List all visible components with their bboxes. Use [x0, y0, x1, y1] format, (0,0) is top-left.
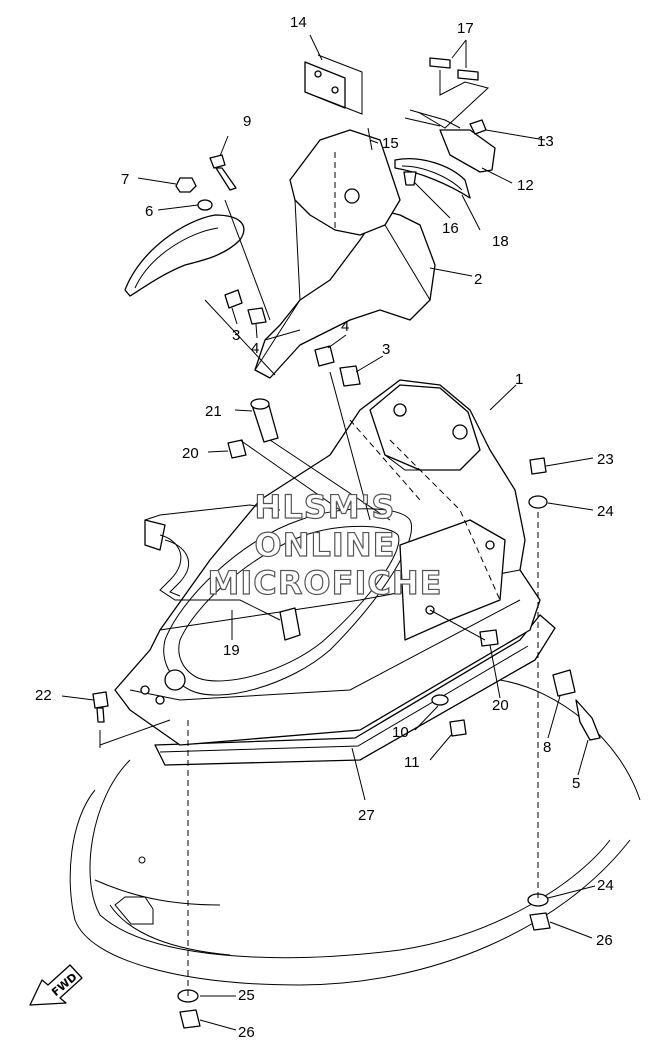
callout-27: 27	[358, 807, 375, 824]
callout-26-right: 26	[596, 932, 613, 949]
assembly-lines	[99, 152, 539, 998]
callout-labels: 1 2 3 3 4 4 5 6 7 8 9 10 11 12 13 14 15 …	[35, 14, 614, 1041]
small-parts	[92, 119, 601, 1029]
gasket-27	[154, 614, 556, 766]
callout-10: 10	[392, 724, 409, 741]
callout-16: 16	[442, 220, 459, 237]
callout-14: 14	[290, 14, 307, 31]
callout-19: 19	[223, 642, 240, 659]
callout-20-lower: 20	[492, 697, 509, 714]
bracket-14	[304, 54, 363, 115]
callout-2: 2	[474, 271, 482, 288]
callout-4-left: 4	[251, 340, 259, 357]
watermark-line-2: ONLINE	[255, 526, 396, 564]
callout-11: 11	[404, 754, 420, 771]
callout-26-left: 26	[238, 1024, 255, 1041]
watermark-line-3: MICROFICHE	[208, 564, 443, 602]
callout-3-left: 3	[232, 327, 240, 344]
handle-19	[144, 504, 301, 641]
callout-5: 5	[572, 775, 580, 792]
callout-15: 15	[382, 135, 399, 152]
callout-24-upper: 24	[597, 503, 614, 520]
cover-12	[404, 109, 496, 173]
hood-2	[124, 129, 436, 379]
callout-18: 18	[492, 233, 509, 250]
callout-23: 23	[597, 451, 614, 468]
callout-24-lower: 24	[597, 877, 614, 894]
callout-8: 8	[543, 739, 551, 756]
callout-6: 6	[145, 203, 153, 220]
callout-12: 12	[517, 177, 534, 194]
callout-3-right: 3	[382, 341, 390, 358]
fwd-arrow-icon: FWD	[29, 964, 83, 1006]
watermark: HLSM'S ONLINE MICROFICHE	[207, 487, 443, 602]
callout-9: 9	[243, 113, 251, 130]
callout-20-upper: 20	[182, 445, 199, 462]
watermark-line-1: HLSM'S	[255, 488, 396, 526]
deck-body-1	[114, 379, 541, 746]
callout-17: 17	[457, 20, 474, 37]
callout-7: 7	[121, 171, 129, 188]
callout-1: 1	[515, 371, 523, 388]
callout-25: 25	[238, 987, 255, 1004]
leader-lines	[61, 34, 596, 1031]
bolts-17	[417, 57, 490, 129]
callout-13: 13	[537, 133, 554, 150]
callout-4-right: 4	[341, 318, 349, 335]
callout-22: 22	[35, 687, 52, 704]
callout-21: 21	[205, 403, 222, 420]
